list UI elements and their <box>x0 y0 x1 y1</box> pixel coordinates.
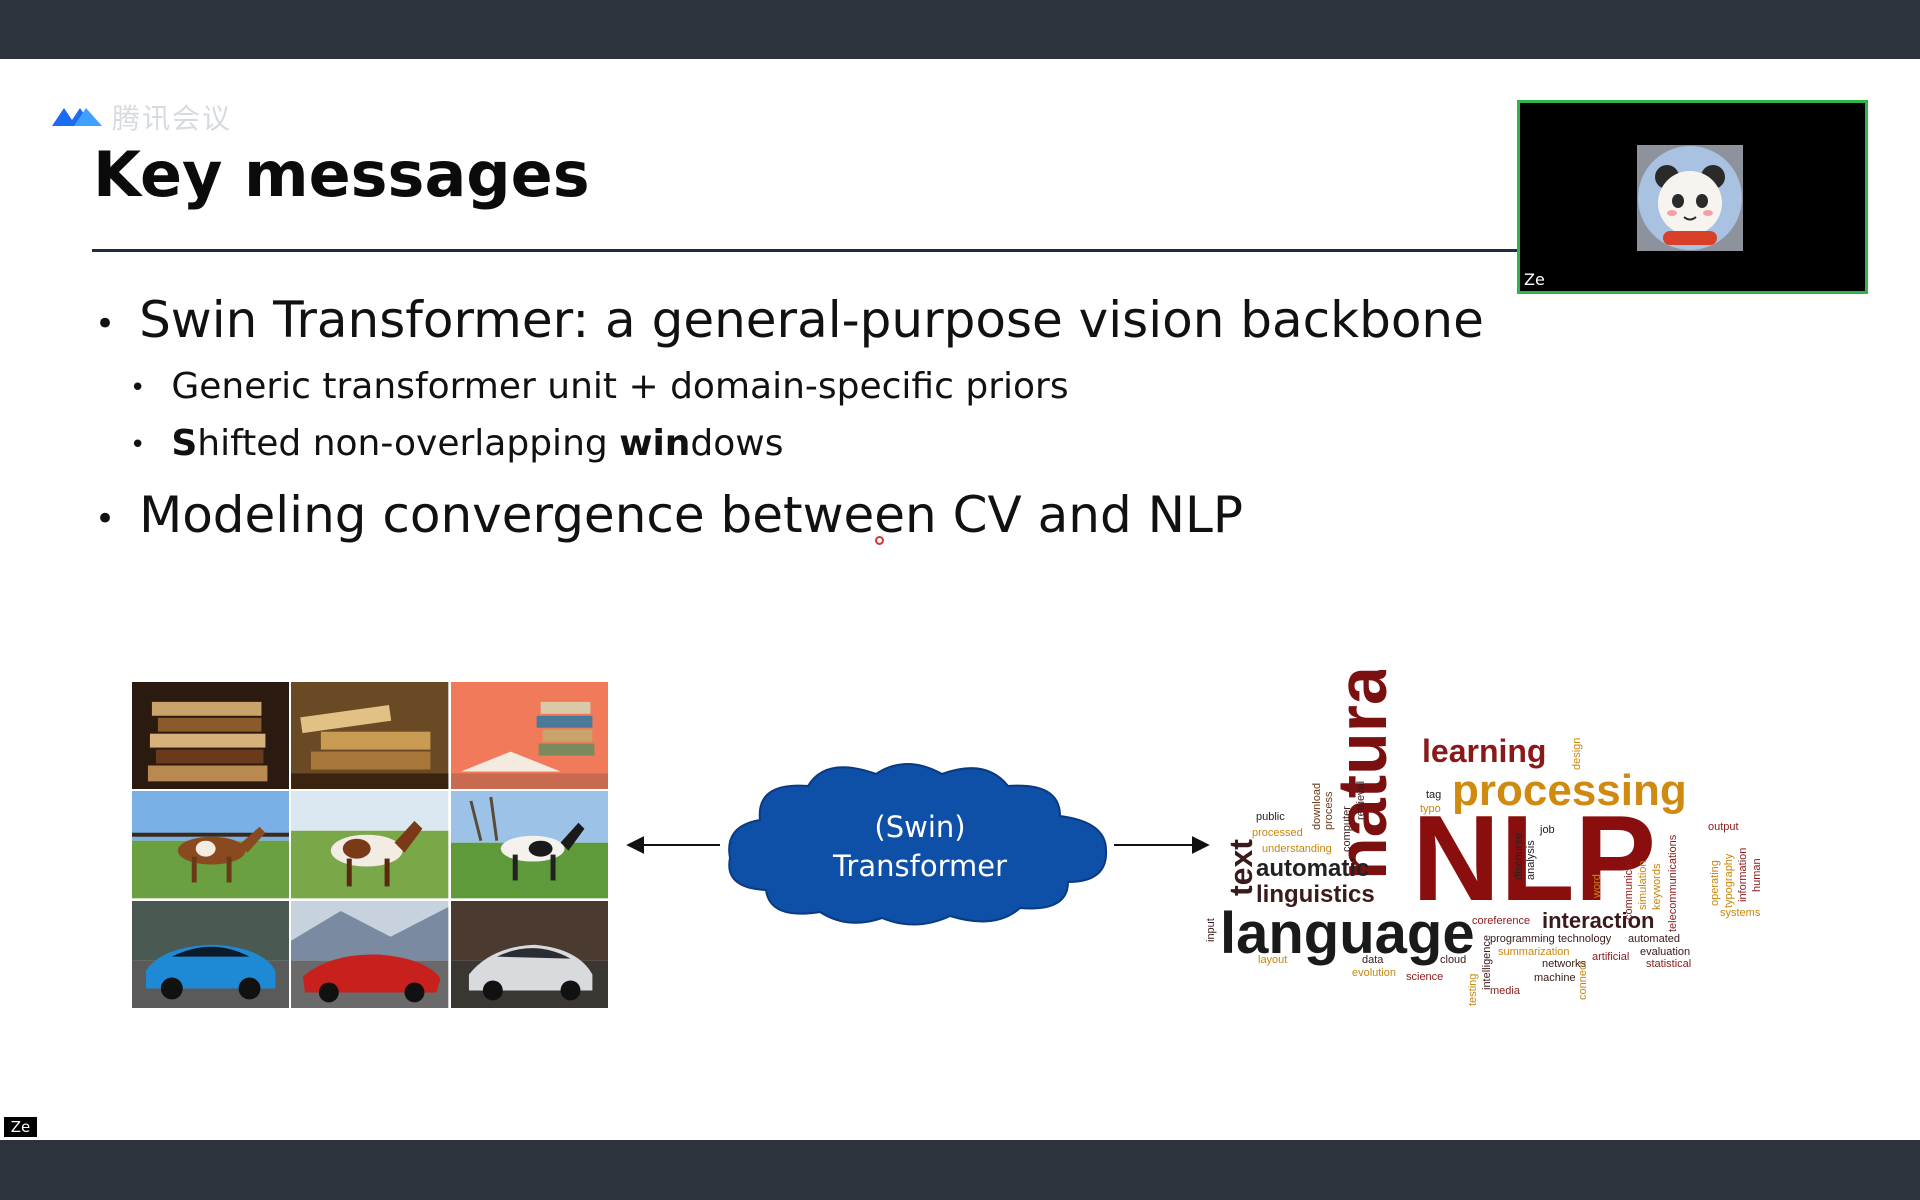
sub-bullet-2: • Shifted non-overlapping windows <box>130 423 784 464</box>
word-small: public <box>1256 811 1285 823</box>
word-small: intelligence <box>1481 935 1493 990</box>
bullet-dot: • <box>95 303 116 344</box>
word-small: process <box>1323 791 1335 830</box>
cloud-label-line-1: (Swin) <box>874 810 966 844</box>
panda-avatar-icon <box>1637 145 1743 251</box>
image-horse-3 <box>450 791 608 899</box>
word-small: layout <box>1258 954 1287 966</box>
app-logo-text: 腾讯会议 <box>112 102 233 135</box>
word-small: testing <box>1467 974 1479 1006</box>
word-small: typo <box>1420 803 1441 815</box>
participant-name: Ze <box>1524 270 1545 289</box>
word-small: machine <box>1534 972 1576 984</box>
title-divider <box>92 249 1517 252</box>
sub-bullet-2-bold-win: win <box>619 423 691 464</box>
bullet-dot: • <box>130 430 146 460</box>
word-small: programming <box>1490 933 1555 945</box>
image-horse-1 <box>132 791 290 899</box>
word-small: human <box>1751 858 1763 892</box>
cloud-label: (Swin) Transformer <box>790 808 1050 886</box>
top-toolbar <box>0 0 1920 59</box>
word-processing: processing <box>1452 766 1687 815</box>
word-small: retrieval <box>1355 781 1367 820</box>
presenter-name-tag: Ze <box>4 1117 37 1137</box>
bullet-2: • Modeling convergence between CV and NLP <box>95 486 1243 544</box>
word-small: discourse <box>1513 833 1525 880</box>
word-small: output <box>1708 821 1739 833</box>
cloud-shape <box>728 763 1108 926</box>
word-natural: natural <box>1323 670 1401 880</box>
image-books-3 <box>450 682 608 790</box>
sub-bullet-2-tail: dows <box>690 423 784 464</box>
bullet-1-text: Swin Transformer: a general-purpose visi… <box>139 291 1484 349</box>
word-small: job <box>1539 824 1555 836</box>
word-small: design <box>1571 738 1583 770</box>
word-small: evolution <box>1352 967 1396 979</box>
bullet-dot: • <box>130 373 146 403</box>
word-language: language <box>1220 901 1475 966</box>
word-text: text <box>1223 839 1259 896</box>
image-car-2 <box>291 900 449 1008</box>
swin-transformer-diagram <box>626 763 1210 926</box>
image-horse-2 <box>291 791 449 899</box>
word-small: science <box>1406 971 1443 983</box>
sub-bullet-2-bold-s: S <box>171 423 198 464</box>
word-small: analysis <box>1525 840 1537 880</box>
avatar <box>1637 145 1743 251</box>
nlp-word-cloud: natural NLP language processing learning… <box>1205 670 1763 1006</box>
word-interaction: interaction <box>1542 908 1654 933</box>
word-small: systems <box>1720 907 1761 919</box>
word-small: keywords <box>1651 863 1663 910</box>
word-small: computer <box>1341 806 1353 852</box>
word-small: networks <box>1542 958 1587 970</box>
word-small: artificial <box>1592 951 1629 963</box>
word-small: operating <box>1709 860 1721 906</box>
slide-title: Key messages <box>93 138 590 211</box>
word-small: summarization <box>1498 946 1570 958</box>
word-small: technology <box>1558 933 1612 945</box>
word-small: simulation <box>1637 860 1649 910</box>
word-small: data <box>1362 954 1384 966</box>
tencent-meeting-logo-icon <box>52 108 102 126</box>
word-small: word <box>1591 874 1603 899</box>
word-small: statistical <box>1646 958 1691 970</box>
word-automatic: automatic <box>1256 855 1369 882</box>
bullet-dot: • <box>95 498 116 539</box>
word-small: communicate <box>1623 855 1635 920</box>
image-car-1 <box>132 900 290 1008</box>
image-books-2 <box>291 682 449 790</box>
word-small: typography <box>1723 853 1735 908</box>
word-small: input <box>1205 918 1217 942</box>
word-small: understanding <box>1262 843 1332 855</box>
bottom-toolbar <box>0 1140 1920 1200</box>
word-nlp: NLP <box>1412 790 1656 926</box>
image-car-3 <box>450 900 608 1008</box>
word-small: telecommunications <box>1667 834 1679 932</box>
word-small: tag <box>1426 789 1441 801</box>
image-books-1 <box>132 682 290 790</box>
sub-bullet-1: • Generic transformer unit + domain-speci… <box>130 366 1069 407</box>
word-small: coreference <box>1472 915 1530 927</box>
participant-video-tile[interactable]: Ze <box>1517 100 1868 294</box>
app-logo: 腾讯会议 <box>50 100 233 135</box>
word-small: connect <box>1577 961 1589 1000</box>
word-small: information <box>1737 848 1749 902</box>
word-linguistics: linguistics <box>1256 881 1375 908</box>
word-small: download <box>1311 783 1323 830</box>
vision-image-grid <box>132 682 608 1008</box>
bullet-1: • Swin Transformer: a general-purpose vis… <box>95 291 1484 349</box>
cloud-label-line-2: Transformer <box>832 849 1007 883</box>
bullet-2-text: Modeling convergence between CV and NLP <box>139 486 1244 544</box>
word-small: automated <box>1628 933 1680 945</box>
word-learning: learning <box>1422 733 1546 769</box>
word-small: media <box>1490 985 1521 997</box>
word-small: processed <box>1252 827 1303 839</box>
laser-pointer-icon <box>875 536 884 545</box>
sub-bullet-2-text: hifted non-overlapping <box>197 423 620 464</box>
word-small: cloud <box>1440 954 1466 966</box>
sub-bullet-1-text: Generic transformer unit + domain-specif… <box>171 366 1069 407</box>
word-small: evaluation <box>1640 946 1690 958</box>
